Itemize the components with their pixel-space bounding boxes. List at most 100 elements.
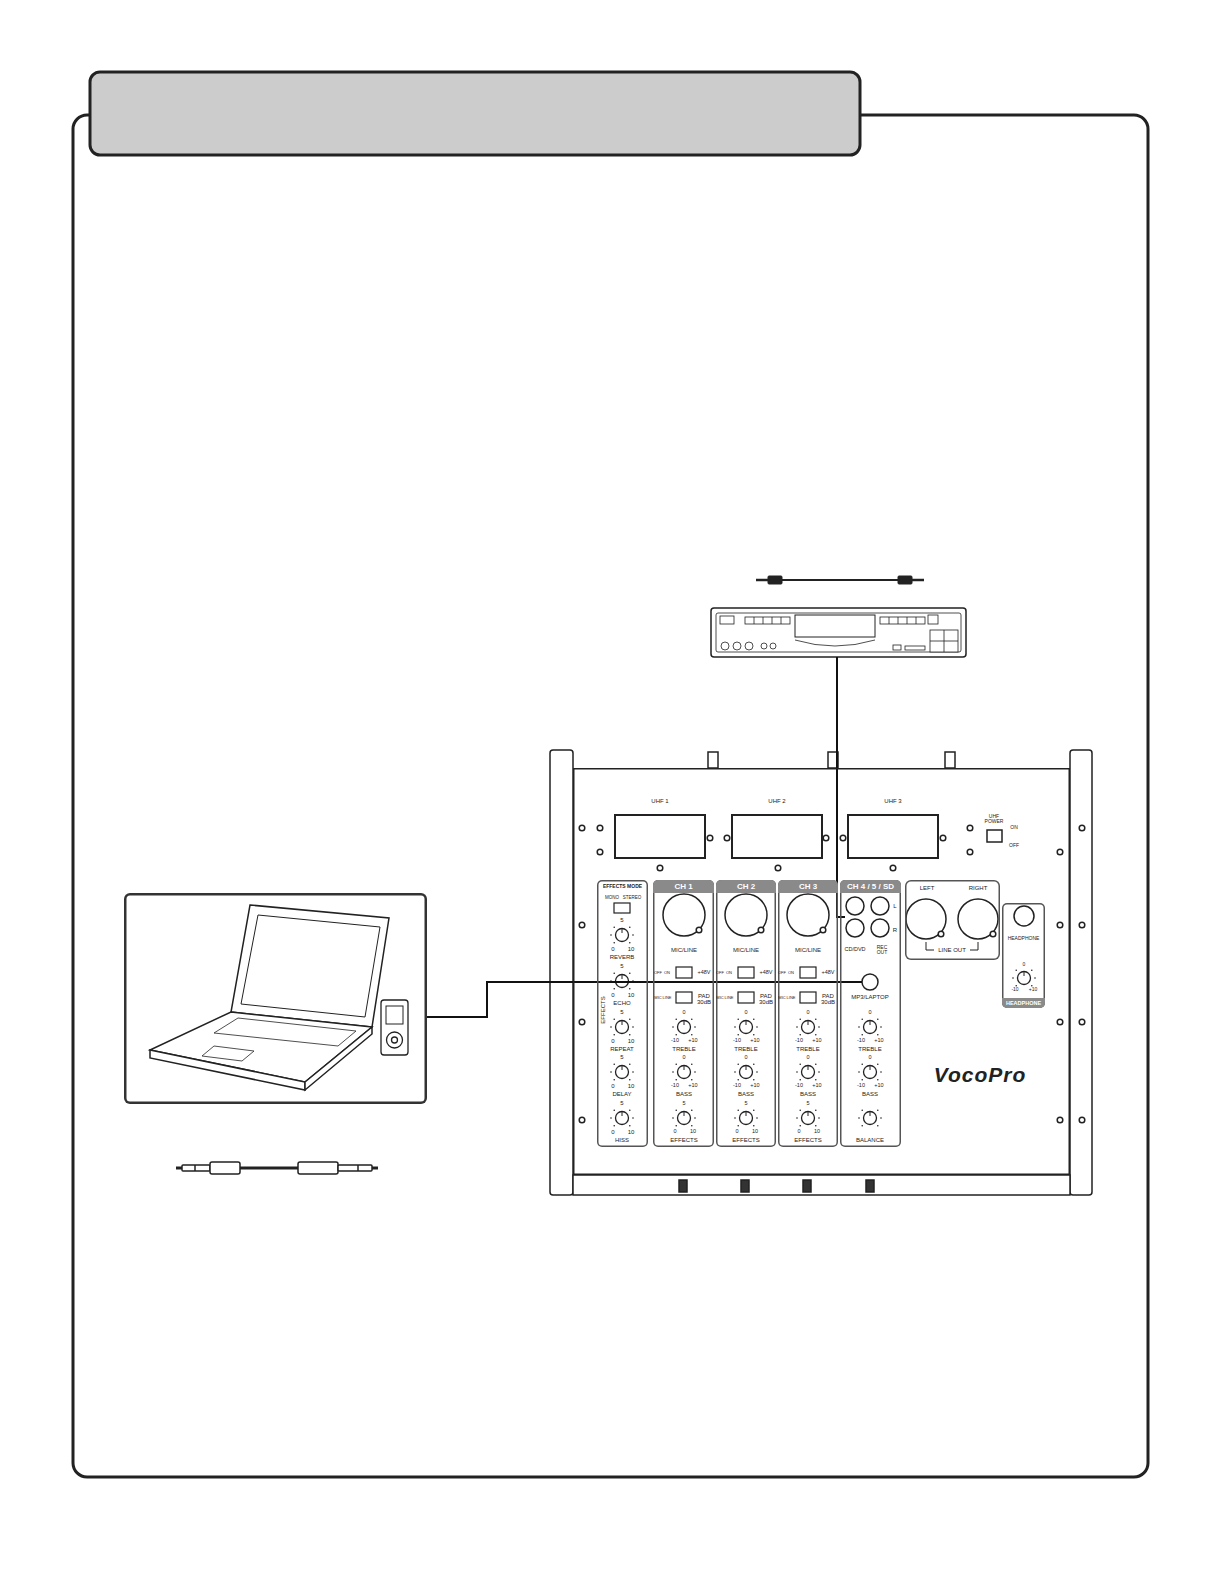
panel-label: 0	[1023, 962, 1026, 967]
knob-pointer	[622, 929, 623, 934]
panel-text: CD/DVD	[844, 947, 865, 953]
scale-dot	[753, 1109, 755, 1111]
panel-label: 0	[611, 1038, 614, 1044]
panel-label: 0	[735, 1129, 738, 1135]
screw-hole	[1079, 922, 1085, 928]
panel-label: 0	[682, 1010, 685, 1016]
scale-dot	[610, 1117, 612, 1119]
screw-hole	[967, 825, 973, 831]
panel-label: -10	[733, 1083, 741, 1089]
panel-label: BASS	[738, 1091, 754, 1097]
header-band: CH 2	[716, 880, 776, 893]
panel-label: +10	[812, 1038, 821, 1044]
panel-label: -10	[857, 1038, 865, 1044]
panel-label: 5	[806, 1101, 809, 1107]
scale-dot	[818, 1117, 820, 1119]
scale-dot	[737, 1079, 739, 1081]
scale-dot	[629, 1125, 631, 1127]
scale-dot	[756, 1117, 758, 1119]
headphone-panel: HEADPHONEHEADPHONE	[1002, 903, 1045, 1008]
xlr-jack	[663, 894, 705, 936]
rca-cable	[756, 576, 924, 584]
knob	[678, 1021, 691, 1034]
panel-label: OFF	[654, 971, 662, 975]
panel-label: 10	[628, 1038, 635, 1044]
panel-label: BASS	[676, 1091, 692, 1097]
scale-dot	[737, 1034, 739, 1036]
scale-dot	[734, 1026, 736, 1028]
scale-dot	[796, 1117, 798, 1119]
scale-dot	[861, 1079, 863, 1081]
xlr-jack	[725, 894, 767, 936]
cable-connector	[427, 982, 862, 1017]
switch	[738, 992, 754, 1003]
scale-dot	[815, 1034, 817, 1036]
mixer-controls	[579, 825, 1085, 1126]
panel-label: R	[893, 927, 897, 933]
scale-dot	[675, 1125, 677, 1127]
panel-label: DELAY	[612, 1091, 631, 1097]
scale-dot	[753, 1034, 755, 1036]
panel-label: 0	[611, 946, 614, 952]
header-band: CH 3	[778, 880, 838, 893]
screw-hole	[840, 835, 846, 841]
xlr-latch	[938, 931, 944, 937]
panel-text: VocoPro	[934, 1064, 1027, 1086]
scale-dot	[613, 1063, 615, 1065]
cable-connector	[837, 657, 845, 917]
panel-label: +10	[874, 1038, 883, 1044]
title-tab	[90, 72, 860, 155]
scale-dot	[629, 942, 631, 944]
screw-hole	[967, 849, 973, 855]
scale-dot	[753, 1018, 755, 1020]
knob	[740, 1066, 753, 1079]
header-band: HEADPHONE	[1002, 998, 1045, 1008]
scale-dot	[675, 1079, 677, 1081]
panel-text: LEFT	[920, 885, 935, 891]
knob-pointer	[870, 1066, 871, 1071]
knob	[740, 1112, 753, 1125]
scale-dot	[858, 1117, 860, 1119]
knob	[740, 1021, 753, 1034]
panel-label: UHF 2	[768, 798, 785, 804]
scale-dot	[691, 1018, 693, 1020]
knob	[802, 1021, 815, 1034]
screw-hole	[597, 849, 603, 855]
knob-pointer	[808, 1112, 809, 1117]
scale-dot	[610, 934, 612, 936]
panel-label: EFFECTS	[732, 1137, 759, 1143]
screw-hole	[724, 835, 730, 841]
scale-dot	[632, 1117, 634, 1119]
panel-label: UHF 1	[651, 798, 668, 804]
scale-dot	[629, 988, 631, 990]
panel-label: +10	[812, 1083, 821, 1089]
scale-dot	[737, 1125, 739, 1127]
panel-label: TREBLE	[858, 1046, 881, 1052]
scale-dot	[756, 1026, 758, 1028]
panel-label: 0	[744, 1055, 747, 1061]
rca-jack	[871, 919, 889, 937]
mp3-player-drawing	[381, 1000, 408, 1055]
scale-dot	[877, 1018, 879, 1020]
panel-label: MIC/LINE	[795, 947, 821, 953]
panel-label: 0	[806, 1055, 809, 1061]
scale-dot	[861, 1034, 863, 1036]
panel-label: BASS	[862, 1091, 878, 1097]
panel-label: OFF	[778, 971, 786, 975]
xlr-latch	[696, 927, 702, 933]
panel-label: +10	[1029, 987, 1037, 992]
panel-label: TREBLE	[734, 1046, 757, 1052]
panel-label: +48V	[698, 970, 711, 976]
knob-pointer	[684, 1112, 685, 1117]
panel-label: +10	[688, 1083, 697, 1089]
screw-hole	[707, 835, 713, 841]
xlr-latch	[758, 927, 764, 933]
scale-dot	[799, 1079, 801, 1081]
screw-hole	[1057, 1019, 1063, 1025]
panel-label: 10	[690, 1129, 696, 1135]
knob	[864, 1021, 877, 1034]
scale-dot	[1031, 969, 1033, 971]
panel-label: EFFECTS	[670, 1137, 697, 1143]
xlr-jack	[787, 894, 829, 936]
